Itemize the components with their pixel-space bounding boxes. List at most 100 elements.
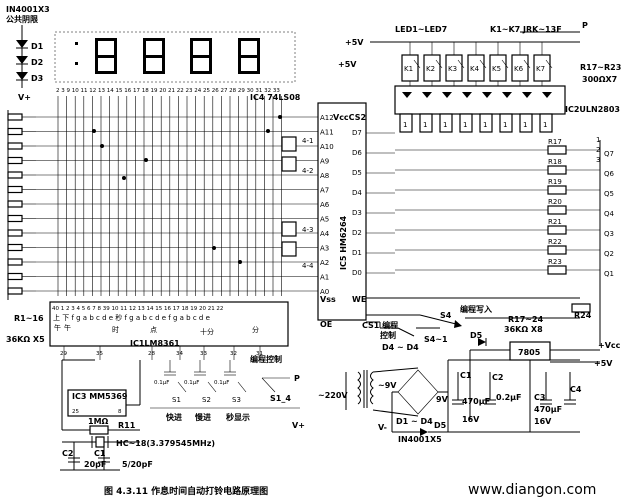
out-res-17: R17 — [548, 138, 562, 146]
relay-coil-6: K6 — [514, 65, 524, 73]
v9-label: ~9V — [378, 381, 397, 390]
s41-label: S4~1 — [424, 335, 448, 344]
switch-fast-label: 快进 — [166, 412, 182, 422]
ram-pin-a12: A12 — [320, 114, 334, 122]
left-resistor-label: R1~16 — [14, 314, 44, 323]
out-res-20: R20 — [548, 198, 562, 206]
r24-label: R24 — [574, 311, 592, 320]
cap1-voltage: 16V — [462, 415, 480, 424]
display-diode-label: IN4001X3 — [6, 5, 50, 14]
p-label: P — [294, 374, 300, 383]
switch-s3[interactable]: S3 — [232, 396, 241, 404]
display-common-label: 公共阴限 — [6, 14, 38, 24]
out-q-6: Q6 — [604, 170, 615, 178]
d5-top-label: D5 — [470, 331, 483, 340]
out-q-2: Q2 — [604, 250, 614, 258]
uln-input-8: 1 — [543, 121, 547, 129]
switch-cap-1: 0.1μF — [154, 380, 169, 386]
v9b-label: 9V — [436, 395, 449, 404]
mm5369-name: IC3 MM5369 — [72, 392, 128, 401]
uln-input-7: 1 — [523, 121, 527, 129]
out-res-21: R21 — [548, 218, 562, 226]
s4-label: S4 — [440, 311, 452, 320]
ram-pin-a4: A4 — [320, 230, 330, 238]
cs1-label: CS1 编程 — [362, 320, 398, 330]
relay-resistor-label: R17~R23 — [580, 63, 621, 72]
ram-pin-a7: A7 — [320, 187, 329, 195]
r11-value: 1MΩ — [88, 417, 109, 426]
controls-vplus: V+ — [292, 421, 305, 430]
lm8361-body — [49, 301, 289, 347]
ram-pin-a11: A11 — [320, 129, 334, 137]
uln-input-6: 1 — [503, 121, 507, 129]
switch-s1[interactable]: S1 — [172, 396, 181, 404]
hm6264-body — [317, 102, 367, 321]
ram-pin-a2: A2 — [320, 259, 329, 267]
uln-input-4: 1 — [463, 121, 467, 129]
bridge-diodes-label: D1 ~ D4 — [396, 417, 433, 426]
uln-input-2: 1 — [423, 121, 427, 129]
lm8361-group-noon2: 午 — [64, 323, 71, 332]
switch-s2[interactable]: S2 — [202, 396, 211, 404]
cap3-voltage: 16V — [534, 417, 552, 426]
uln2803-body — [394, 85, 566, 115]
c2-value: 20pF — [84, 460, 106, 469]
out-q-4: Q4 — [604, 210, 615, 218]
figure-caption: 图 4.3.11 作息时间自动打铃电路原理图 — [104, 485, 268, 497]
relay-5v-label: +5V — [345, 38, 364, 47]
hm6264-oe: OE — [320, 320, 332, 329]
switch-cap-3: 0.1μF — [214, 380, 229, 386]
ram-pin-a5: A5 — [320, 216, 329, 224]
relay-coil-1: K1 — [404, 65, 413, 73]
mm5369-pin8: 8 — [118, 409, 122, 415]
display-pin-numbers: 2 3 9 10 11 12 13 14 15 16 17 18 19 20 2… — [56, 88, 280, 94]
switch-cap-2: 0.1μF — [184, 380, 199, 386]
switch-sec-label: 秒显示 — [226, 412, 250, 422]
matrix-wiring — [36, 96, 318, 296]
ls08-label: IC4 74LS08 — [250, 93, 301, 102]
out-q-7: Q7 — [604, 150, 614, 158]
diode-d1: D1 — [31, 42, 44, 51]
display-vplus: V+ — [18, 93, 31, 102]
lm8361-group-hour: 时 — [112, 325, 119, 334]
ram-pin-d0: D0 — [352, 269, 362, 277]
left-resistor-bank — [7, 110, 36, 300]
out-res-23: R23 — [548, 258, 562, 266]
relay-coil-2: K2 — [426, 65, 435, 73]
c1-label: C1 — [94, 449, 106, 458]
d5-bottom-label: D5 — [434, 421, 447, 430]
gate-4-1: 4-1 — [302, 137, 313, 145]
ram-pin-a3: A3 — [320, 245, 329, 253]
crystal-label: HC~18(3.379545MHz) — [116, 439, 215, 448]
left-resistor-value: 36KΩ X5 — [6, 335, 45, 344]
ram-pin-a0: A0 — [320, 288, 329, 296]
ram-5v-label: +5V — [338, 60, 357, 69]
c3-label: C3 — [534, 393, 545, 402]
out-res-19: R19 — [548, 178, 562, 186]
c2-label: C2 — [62, 449, 73, 458]
c1-label: C1 — [460, 371, 472, 380]
ram-pin-d4: D4 — [352, 189, 362, 197]
uln-input-1: 1 — [403, 121, 407, 129]
ram-pin-d7: D7 — [352, 129, 362, 137]
reg-label: 7805 — [518, 348, 541, 357]
oscillator-circuit — [60, 359, 141, 471]
relay-coil-5: K5 — [492, 65, 501, 73]
relay-coil-3: K3 — [448, 65, 457, 73]
lm8361-pin-32: 32 — [230, 351, 237, 357]
hm6264-we: WE — [352, 295, 366, 304]
lm8361-pins-top: 40 1 2 3 4 5 6 7 8 39 10 11 12 13 14 15 … — [52, 306, 223, 312]
uln2803-label: IC2ULN2803 — [565, 105, 620, 114]
diode-d2: D2 — [31, 58, 43, 67]
out-num-3: 3 — [596, 156, 600, 164]
ac-label: ~220V — [318, 391, 348, 400]
cap2-value: 0.2μF — [496, 393, 522, 402]
hm6264-vcc: VccCS2 — [333, 113, 366, 122]
relay-label: K1~K7 JRK~13F — [490, 25, 562, 34]
lm8361-labels: 上 下 f g a b c d e 秒 f g a b c d e f g a … — [53, 313, 210, 322]
v5-out-label: +5V — [594, 359, 613, 368]
diode-d3: D3 — [31, 74, 43, 83]
ram-pin-d3: D3 — [352, 209, 362, 217]
